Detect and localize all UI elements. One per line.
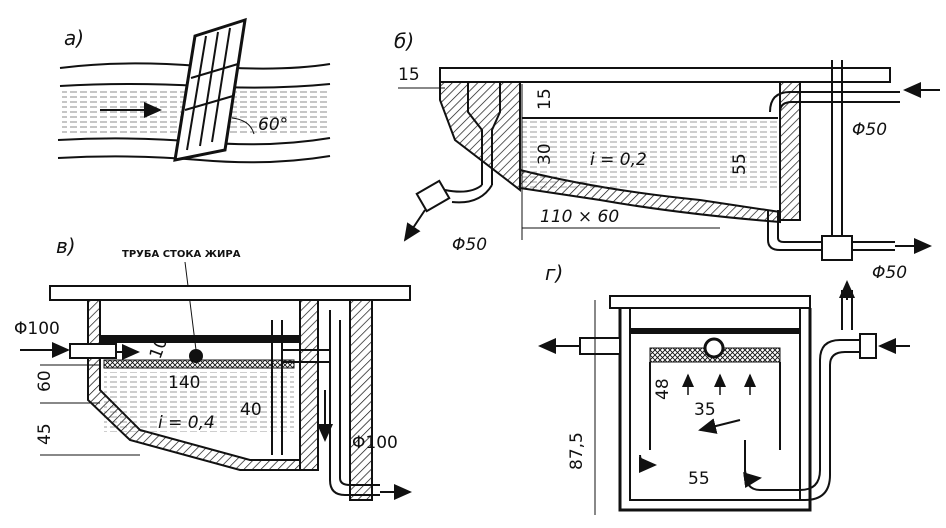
v-pipe-in: Φ100 [14,319,60,339]
g-dim-48: 48 [653,378,673,400]
right-wall-b [779,81,801,221]
panel-b-label: б) [394,29,414,53]
cover-b [439,67,891,83]
bottom-pipe-b [767,210,895,251]
panel-g: г) 87,5 48 35 55 [538,261,910,515]
inlet-pipe-v [69,343,117,359]
g-dim-87-5: 87,5 [567,432,587,470]
angle-label: 60° [258,115,288,135]
b-pipe-bottom-right: Φ50 [872,263,907,283]
panel-g-label: г) [545,261,563,285]
outlet-pipe-b [444,184,493,204]
b-slope: i = 0,2 [590,150,647,170]
fat-pipe-title: ТРУБА СТОКА ЖИРА [122,249,241,260]
v-dim-45: 45 [35,423,55,445]
panel-b: б) 15 Φ50 Φ50 Φ50 15 30 55 i = 0, [394,29,940,283]
inlet-pipe-g [744,339,860,501]
panel-v-label: в) [56,234,76,258]
v-slope: i = 0,4 [158,413,215,433]
fat-pipe-ball-g [703,337,725,359]
v-pipe-out: Φ100 [352,433,398,453]
v-dim-60: 60 [35,370,55,392]
v-dim-140: 140 [168,373,200,393]
cover-v [49,285,411,301]
funnel-b [467,82,501,185]
b-pipe-bottom-left: Φ50 [452,235,487,255]
inlet-pipe-b [769,91,900,113]
fat-pipe-ball [189,349,203,363]
b-pipe-in: Φ50 [852,120,887,140]
g-dim-35: 35 [694,400,716,420]
upflow-arrows [682,373,756,395]
g-dim-55: 55 [688,469,710,489]
b-dim-15: 15 [535,88,555,110]
panel-a: а) 60° [57,17,331,164]
panel-v: в) ТРУБА СТОКА ЖИРА Φ100 Φ100 10 140 60 … [14,234,412,501]
left-wall-b [439,81,521,193]
outer-tank-g [618,308,812,512]
grating [173,17,247,162]
drain-rod-b [831,60,843,250]
panel-a-label: а) [64,26,84,50]
b-dim-30: 30 [535,143,555,165]
b-size: 110 × 60 [540,207,619,227]
outlet-pipe-v [329,310,380,496]
t-pipe-v [271,320,330,455]
angle-arc [231,117,255,135]
b-dim-55: 55 [730,153,750,175]
v-dim-40: 40 [240,400,262,420]
b-dim-top: 15 [398,65,420,85]
cover-g [609,295,811,309]
